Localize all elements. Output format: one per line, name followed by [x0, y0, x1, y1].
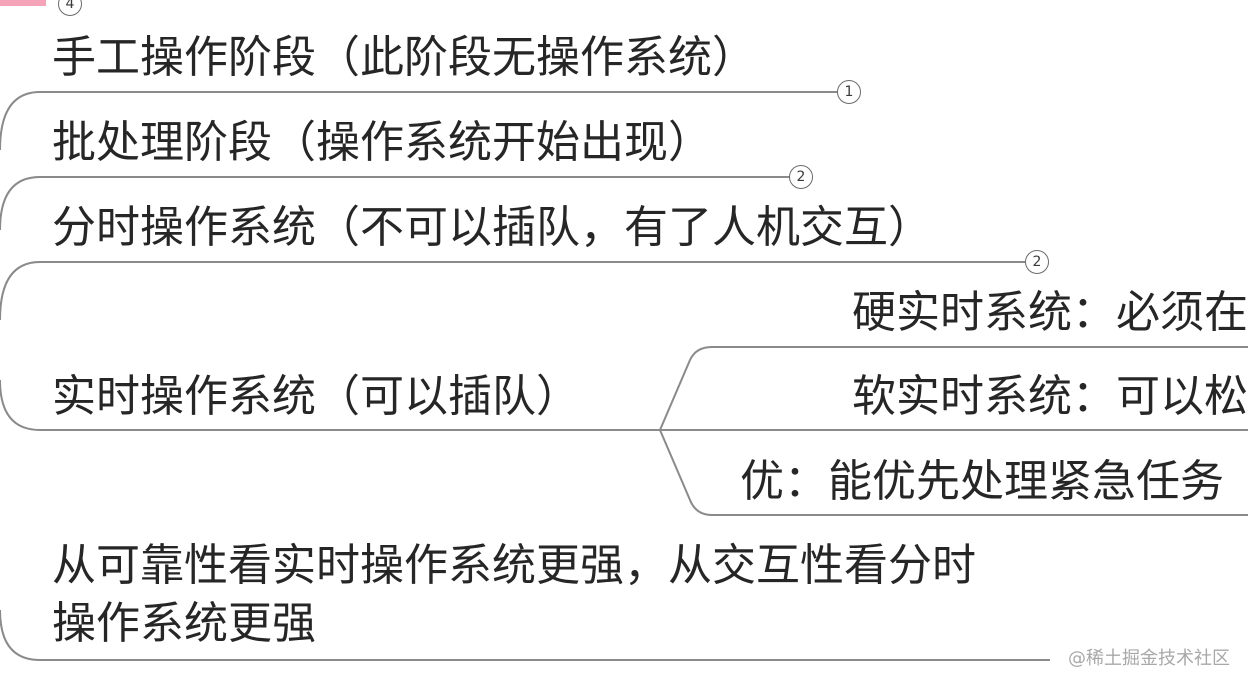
collapse-badge-timesharing[interactable]: 2	[789, 165, 813, 189]
topic-advantage[interactable]: 优：能优先处理紧急任务	[740, 456, 1224, 507]
topic-timesharing[interactable]: 分时操作系统（不可以插队，有了人机交互）	[52, 202, 932, 253]
connector-timesharing	[0, 176, 790, 231]
connector-hard-realtime	[659, 346, 1248, 431]
connector-realtime	[0, 261, 1026, 321]
connector-batch	[0, 91, 838, 151]
connector-realtime-under	[0, 379, 660, 431]
topic-manual[interactable]: 手工操作阶段（此阶段无操作系统）	[52, 32, 756, 83]
topic-conclusion[interactable]: 从可靠性看实时操作系统更强，从交互性看分时操作系统更强	[52, 540, 976, 649]
topic-soft-realtime[interactable]: 软实时系统：可以松	[852, 371, 1248, 422]
top-marker	[0, 0, 46, 6]
connector-conclusion	[0, 609, 1050, 661]
topic-hard-realtime[interactable]: 硬实时系统：必须在	[852, 287, 1248, 338]
watermark: @稀土掘金技术社区	[1068, 648, 1230, 669]
topic-batch[interactable]: 批处理阶段（操作系统开始出现）	[52, 117, 712, 168]
collapse-badge-batch[interactable]: 1	[837, 80, 861, 104]
collapse-badge-realtime[interactable]: 2	[1025, 250, 1049, 274]
connector-advantage	[659, 429, 1248, 516]
topic-realtime[interactable]: 实时操作系统（可以插队）	[52, 371, 580, 422]
